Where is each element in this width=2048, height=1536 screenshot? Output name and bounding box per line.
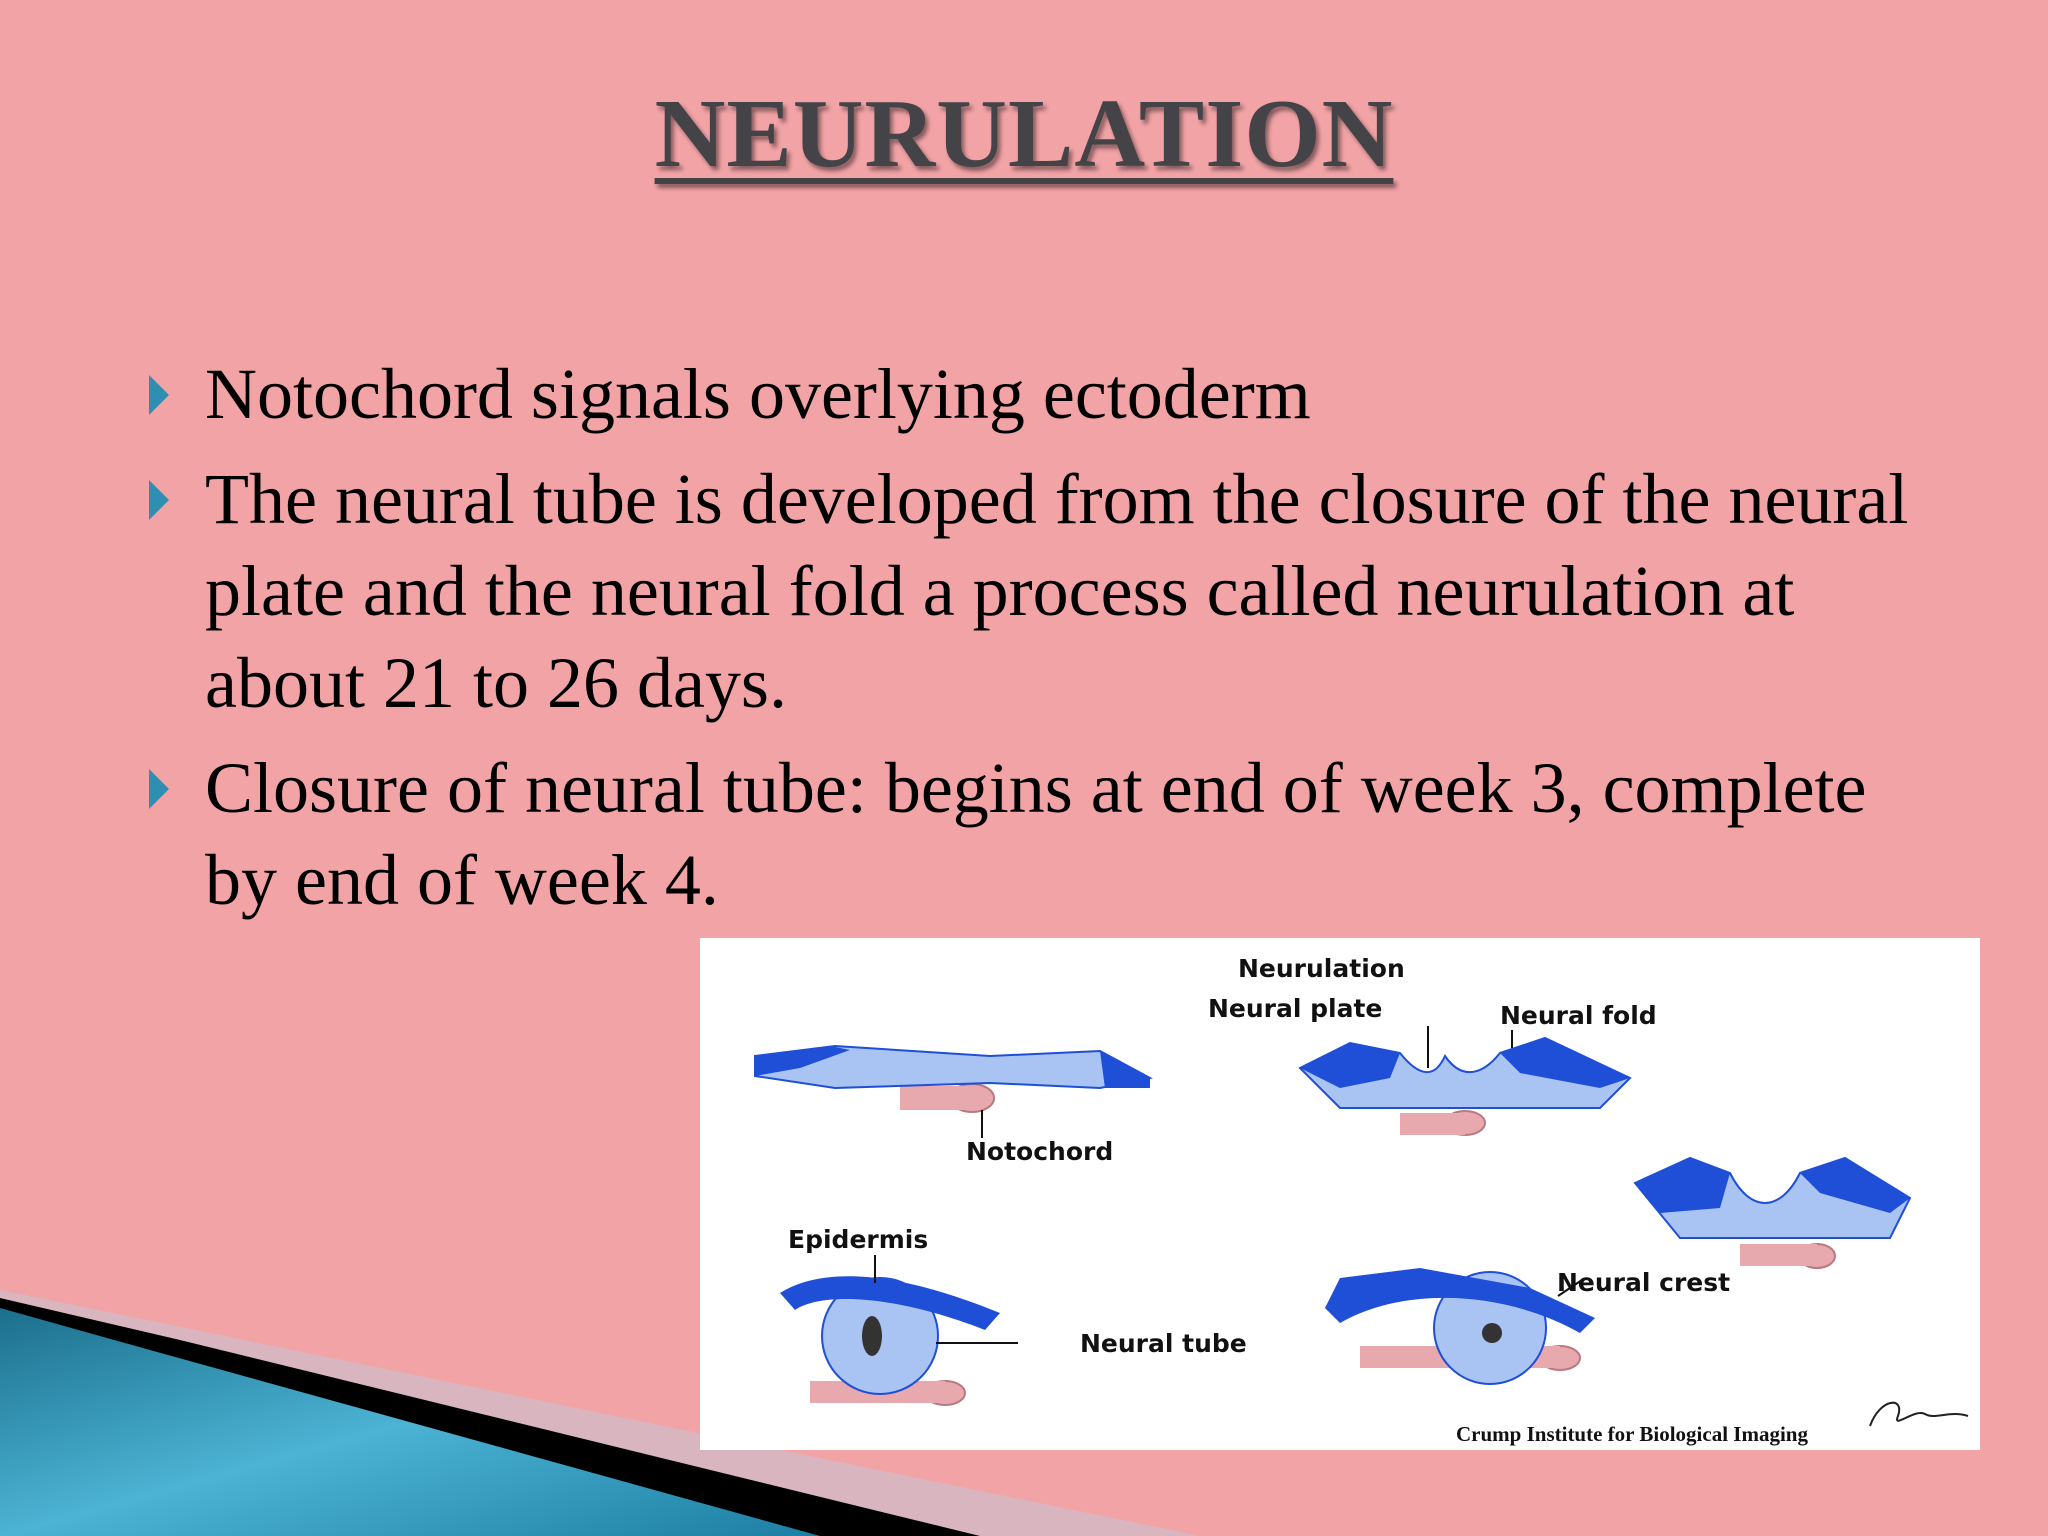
bullet-item: The neural tube is developed from the cl…: [145, 453, 1925, 729]
figure-title: Neurulation: [1238, 954, 1405, 983]
stage-neural-folds: [1298, 1026, 1632, 1136]
neurulation-diagram: Notochord Neurulation Neural plate Neura…: [700, 938, 1980, 1450]
triangle-bullet-icon: [149, 375, 169, 415]
bullet-text: Notochord signals overlying ectoderm: [205, 354, 1311, 434]
decorative-swoosh: [0, 1290, 1200, 1536]
stage-neural-groove: [1633, 1156, 1912, 1269]
signature-mark: [1869, 1401, 1969, 1427]
label-notochord: Notochord: [966, 1137, 1113, 1166]
bullet-item: Closure of neural tube: begins at end of…: [145, 742, 1925, 926]
label-neural-fold: Neural fold: [1500, 1001, 1657, 1030]
stage-neural-tube: [780, 1255, 1018, 1406]
triangle-bullet-icon: [149, 769, 169, 809]
stage-neural-crest: [1325, 1268, 1595, 1385]
bullet-list: Notochord signals overlying ectoderm The…: [145, 348, 1925, 939]
label-epidermis: Epidermis: [788, 1225, 928, 1254]
bullet-text: Closure of neural tube: begins at end of…: [205, 748, 1867, 920]
slide-title: NEURULATION: [654, 80, 1394, 188]
bullet-text: The neural tube is developed from the cl…: [205, 459, 1909, 723]
bullet-item: Notochord signals overlying ectoderm: [145, 348, 1925, 440]
diagram-canvas: Notochord Neurulation Neural plate Neura…: [754, 954, 1969, 1446]
triangle-bullet-icon: [149, 480, 169, 520]
figure-credit: Crump Institute for Biological Imaging: [1456, 1422, 1808, 1446]
label-neural-tube: Neural tube: [1080, 1329, 1247, 1358]
label-neural-plate: Neural plate: [1208, 994, 1382, 1023]
stage-neural-plate-flat: [754, 1044, 1153, 1138]
label-neural-crest: Neural crest: [1557, 1268, 1730, 1297]
